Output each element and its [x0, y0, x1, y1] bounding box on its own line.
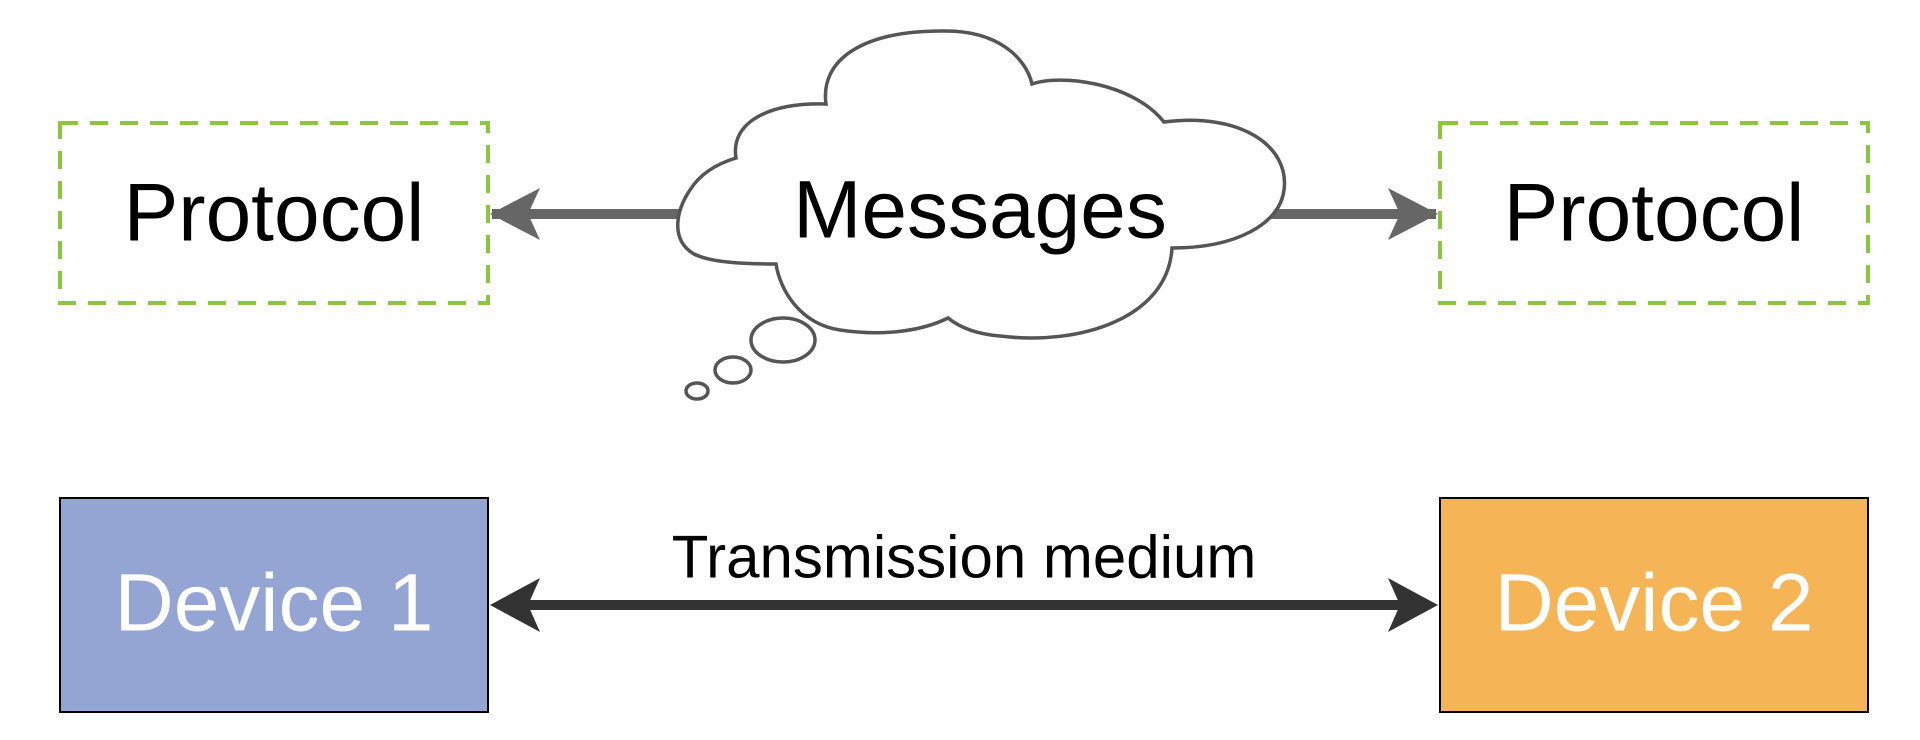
device-1-box: [59, 497, 489, 713]
device-2: Device 2: [1439, 497, 1869, 713]
device-1: Device 1: [59, 497, 489, 713]
messages-cloud: Messages: [676, 29, 1287, 401]
messages-label: Messages: [793, 165, 1167, 256]
message-arrow-left-head: [490, 188, 540, 240]
cloud-shape-icon: [676, 29, 1287, 340]
transmission-arrow-left-head: [490, 578, 540, 632]
thought-bubble-medium-icon: [713, 355, 753, 385]
thought-bubble-large-icon: [749, 316, 817, 364]
device-2-label: Device 2: [1494, 558, 1813, 649]
protocol-left-box: [58, 121, 490, 305]
protocol-left-label: Protocol: [124, 168, 425, 259]
device-2-box: [1439, 497, 1869, 713]
message-arrow-right-head: [1388, 188, 1438, 240]
protocol-right-label: Protocol: [1504, 168, 1805, 259]
transmission-medium-label: Transmission medium: [672, 524, 1257, 591]
protocol-left: Protocol: [58, 121, 490, 305]
thought-bubble-small-icon: [684, 381, 710, 401]
protocol-right-box: [1438, 121, 1870, 305]
transmission-arrow-right-head: [1388, 578, 1438, 632]
device-1-label: Device 1: [114, 558, 433, 649]
protocol-right: Protocol: [1438, 121, 1870, 305]
